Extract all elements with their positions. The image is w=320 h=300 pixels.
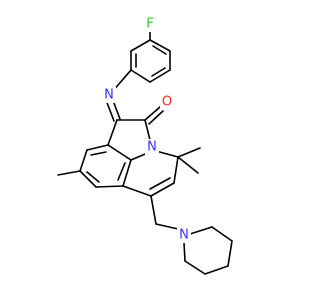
bond-pip-3 <box>227 240 233 267</box>
fluorine-label: F <box>146 17 153 32</box>
ring-nitrogen-label: N <box>147 140 157 155</box>
bond-pip-2 <box>211 226 233 242</box>
bond-ch2-b <box>155 223 179 230</box>
bond-b4 <box>95 185 124 188</box>
bond-me-benzo <box>57 170 81 176</box>
atom-carbonyl-oxygen: O <box>160 94 174 110</box>
molecule-structure-diagram: F N O N N <box>57 16 233 275</box>
bond-b5-inner <box>117 162 126 181</box>
bond-co-1 <box>144 106 161 121</box>
bond-ar-1 <box>149 39 171 52</box>
bond-b5 <box>122 159 132 187</box>
atom-fluorine: F <box>143 16 157 32</box>
carbonyl-oxygen-label: O <box>162 95 172 110</box>
bond-pip-1 <box>189 226 213 235</box>
bond-ar-3 <box>149 69 171 83</box>
bond-b3-inner <box>86 171 100 183</box>
bond-pip-5 <box>184 260 206 275</box>
bond-me-b <box>177 156 199 174</box>
bond-b1 <box>86 144 109 151</box>
bond-b1-inner <box>90 151 107 156</box>
bond-ar-inner-1 <box>152 45 167 55</box>
bond-pip-6 <box>183 242 186 262</box>
bond-pip-4 <box>204 265 229 275</box>
bond-c1-c8b <box>107 119 118 146</box>
bond-c4-c5 <box>173 156 179 184</box>
bond-b2 <box>79 149 88 172</box>
bond-ar-inner-2 <box>151 67 166 77</box>
bond-n-c4 <box>155 150 179 158</box>
bond-ch2-a <box>150 195 157 225</box>
bond-co-2 <box>148 110 164 125</box>
bond-c8b-c2a <box>107 144 132 161</box>
bond-c5-c6-2 <box>149 177 171 190</box>
atom-label-layer: F N O N N <box>102 16 191 243</box>
bond-ar-6 <box>130 39 151 52</box>
bond-c5-c6-1 <box>150 182 175 197</box>
bond-imine-2 <box>105 99 115 122</box>
atom-ring-nitrogen: N <box>145 139 159 155</box>
bond-c2-n <box>144 119 151 141</box>
piperidine-nitrogen-label: N <box>179 228 189 243</box>
bond-me-a <box>177 147 201 158</box>
bond-b3 <box>79 170 97 188</box>
atom-piperidine-nitrogen: N <box>177 227 191 243</box>
bond-c6-c6a <box>122 185 152 197</box>
imine-nitrogen-label: N <box>104 88 114 103</box>
bond-ar-4 <box>130 69 151 83</box>
atom-imine-nitrogen: N <box>102 87 116 103</box>
